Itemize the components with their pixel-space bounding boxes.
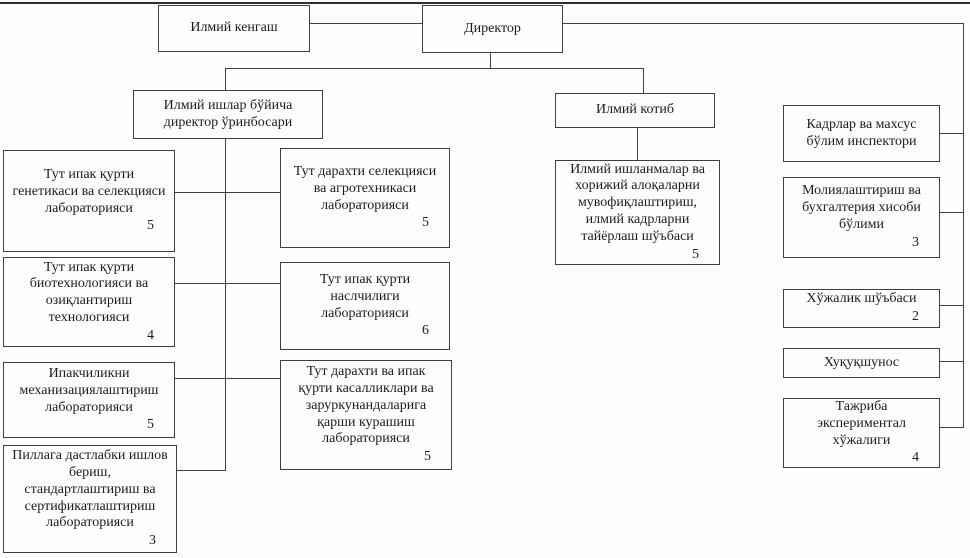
scan-edge-line: [0, 2, 970, 4]
node-lawyer: Хуқуқшунос: [783, 348, 940, 378]
staff-count: 5: [422, 215, 429, 231]
node-label: Илмий ишланмалар ва хорижий алоқаларни м…: [570, 161, 705, 244]
node-hr-inspector: Кадрлар ва махсус бўлим инспектори: [783, 105, 940, 162]
node-label: Тут ипак қурти генетикаси ва селекцияси …: [12, 166, 166, 216]
node-label: Тут дарахти ва ипак қурти касалликлари в…: [298, 364, 434, 447]
node-director: Директор: [422, 5, 563, 53]
connector-deputy-drop: [225, 68, 226, 90]
staff-count: 4: [147, 327, 154, 343]
connector-right-stub2: [940, 212, 964, 213]
connector-stub-row1: [175, 192, 280, 193]
connector-secretary-dept: [637, 128, 638, 160]
connector-council-director: [310, 23, 422, 24]
node-scientific-council: Илмий кенгаш: [158, 5, 310, 52]
connector-stub-row4: [177, 470, 226, 471]
connector-director-drop: [490, 53, 491, 69]
connector-right-stub3: [940, 305, 964, 306]
connector-secretary-drop: [643, 68, 644, 93]
node-label: Илмий котиб: [595, 102, 675, 118]
node-label: Молиялаштириш ва бухгалтерия хисоби бўли…: [802, 183, 921, 232]
node-scientific-secretary: Илмий котиб: [555, 93, 715, 128]
node-label: Ипакчиликни механизациялаштириш лаборато…: [19, 365, 159, 415]
node-mulberry-selection-lab: Тут дарахти селекцияси ва агротехникаси …: [280, 148, 450, 248]
node-label: Тут ипак қурти наслчилиги лабораторияси: [319, 271, 411, 321]
node-label: Хуқуқшунос: [823, 354, 900, 370]
node-coordination-dept: Илмий ишланмалар ва хорижий алоқаларни м…: [555, 160, 720, 265]
connector-stub-row2: [175, 283, 280, 284]
node-deputy-director: Илмий ишлар бўйича директор ўринбосари: [133, 90, 323, 139]
node-experimental-farm: Тажриба экспериментал хўжалиги 4: [783, 398, 940, 468]
node-household-dept: Хўжалик шўъбаси 2: [783, 289, 940, 328]
connector-right-stub5: [940, 427, 964, 428]
connector-stub-row3: [175, 378, 280, 379]
staff-count: 5: [692, 246, 699, 262]
node-genetics-selection-lab: Тут ипак қурти генетикаси ва селекцияси …: [3, 150, 175, 252]
node-label: Хўжалик шўъбаси: [806, 291, 917, 307]
node-label: Кадрлар ва махсус бўлим инспектори: [806, 116, 917, 149]
node-label: Илмий ишлар бўйича директор ўринбосари: [163, 97, 293, 130]
node-label: Илмий кенгаш: [190, 20, 278, 36]
connector-right-stub4: [940, 361, 964, 362]
staff-count: 3: [149, 533, 156, 549]
node-label: Директор: [464, 20, 521, 36]
node-cocoon-processing-lab: Пиллага дастлабки ишлов бериш, стандартл…: [3, 445, 177, 553]
node-disease-control-lab: Тут дарахти ва ипак қурти касалликлари в…: [280, 360, 452, 470]
node-mechanization-lab: Ипакчиликни механизациялаштириш лаборато…: [3, 362, 175, 438]
connector-distribution: [225, 68, 644, 69]
node-finance-accounting-dept: Молиялаштириш ва бухгалтерия хисоби бўли…: [783, 177, 940, 258]
node-silkworm-breeding-lab: Тут ипак қурти наслчилиги лабораторияси …: [280, 262, 450, 350]
staff-count: 5: [147, 218, 154, 234]
connector-right-stub1: [940, 133, 964, 134]
node-label: Тут дарахти селекцияси ва агротехникаси …: [293, 163, 437, 213]
connector-left-trunk: [225, 139, 226, 471]
staff-count: 4: [912, 450, 919, 466]
staff-count: 6: [422, 323, 429, 339]
connector-director-right: [563, 23, 964, 24]
connector-right-trunk: [963, 23, 964, 428]
staff-count: 5: [147, 417, 154, 433]
node-label: Тажриба экспериментал хўжалиги: [816, 398, 907, 448]
staff-count: 3: [912, 234, 919, 250]
staff-count: 2: [912, 309, 919, 324]
node-label: Тут ипак қурти биотехнологияси ва озиқла…: [29, 259, 149, 325]
node-biotechnology-lab: Тут ипак қурти биотехнологияси ва озиқла…: [3, 257, 175, 347]
node-label: Пиллага дастлабки ишлов бериш, стандартл…: [12, 448, 168, 531]
staff-count: 5: [424, 449, 431, 465]
